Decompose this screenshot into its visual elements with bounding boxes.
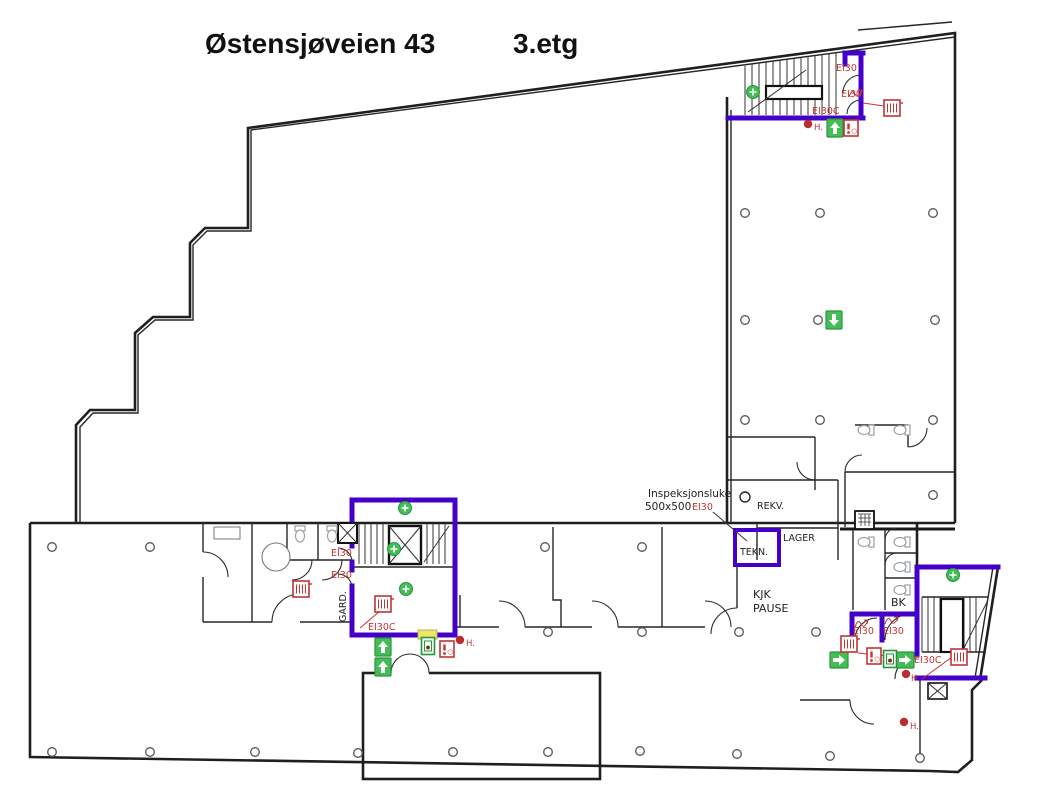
x-crossed-shaft — [927, 682, 948, 700]
manual-call-point-icon — [865, 646, 883, 666]
fire-hose-reel-icon — [840, 635, 861, 653]
room-label-rekv: REKV. — [757, 501, 784, 512]
emergency-light-icon — [386, 541, 402, 557]
emergency-light-icon — [745, 84, 761, 100]
room-label-tekn: TEKN. — [739, 547, 768, 558]
wc-fixtures — [213, 424, 911, 596]
fire-rating-label: EI30C — [368, 622, 396, 633]
extinguisher-dot-icon — [803, 119, 813, 129]
fire-hose-reel-icon — [292, 580, 313, 598]
fire-rated-walls — [349, 50, 1001, 681]
structural-column — [740, 415, 750, 425]
exit-sign-up-icon — [826, 118, 844, 138]
room-label-pause: PAUSE — [753, 602, 788, 615]
shafts — [337, 510, 948, 700]
room-label-lager: LAGER — [783, 533, 815, 544]
extinguisher-label: H. — [911, 674, 920, 684]
structural-column — [47, 747, 57, 757]
tekn-room-outline — [733, 528, 781, 567]
stair-mid — [354, 524, 453, 568]
structural-column — [637, 542, 647, 552]
fire-hose-reel-icon — [950, 648, 971, 666]
fire-rating-label: EI30C — [914, 655, 942, 666]
outer-walls — [28, 21, 1000, 774]
exit-sign-up-icon — [374, 637, 392, 657]
structural-column — [825, 751, 835, 761]
page-title-floor: 3.etg — [513, 28, 578, 59]
fire-rating-label: EI30 — [883, 626, 904, 637]
fire-hose-reel-icon — [374, 595, 395, 613]
structural-column — [250, 747, 260, 757]
extinguisher-label: H. — [466, 639, 475, 649]
equipment-box-icon — [882, 649, 898, 669]
emergency-light-icon — [397, 500, 413, 516]
manual-call-point-icon — [438, 639, 456, 659]
fire-rating-label: EI30 — [331, 548, 352, 559]
stair-southeast — [921, 596, 989, 654]
fire-safety-symbols — [292, 84, 971, 727]
manual-call-point-icon — [842, 118, 860, 138]
exit-sign-right-icon — [829, 651, 849, 669]
callout-rating: EI30 — [692, 502, 713, 513]
room-label-bk: BK — [891, 596, 907, 609]
stair-north — [744, 52, 837, 115]
structural-column — [928, 415, 938, 425]
structural-column — [732, 749, 742, 759]
structural-column — [815, 415, 825, 425]
page-title-building: Østensjøveien 43 — [205, 28, 435, 59]
structural-column — [813, 315, 823, 325]
exit-sign-up-icon — [374, 657, 392, 677]
exit-sign-right-icon — [895, 651, 915, 669]
structural-column — [740, 208, 750, 218]
extinguisher-label: H. — [814, 123, 823, 133]
structural-column — [543, 627, 553, 637]
room-label-kjk: KJK — [753, 588, 771, 601]
emergency-light-icon — [945, 567, 961, 583]
structural-column — [928, 490, 938, 500]
extinguisher-label: H. — [910, 722, 919, 732]
structural-column — [637, 627, 647, 637]
interior-walls — [202, 74, 955, 781]
fire-rating-label: EI30C — [812, 106, 840, 117]
fire-hose-reel-icon — [883, 99, 904, 117]
structural-column — [928, 208, 938, 218]
fire-rating-label: EI30 — [841, 89, 862, 100]
callout-size: 500x500 — [645, 501, 691, 513]
fire-rating-label: EI30 — [836, 63, 857, 74]
structural-column — [47, 542, 57, 552]
hatch-cabinet — [854, 510, 875, 530]
emergency-light-icon — [398, 581, 414, 597]
extinguisher-dot-icon — [455, 635, 465, 645]
structural-column — [740, 315, 750, 325]
structural-column — [915, 753, 925, 763]
structural-column — [353, 748, 363, 758]
equipment-box-icon — [420, 636, 436, 656]
structural-column — [811, 627, 821, 637]
structural-column — [145, 747, 155, 757]
structural-column — [815, 208, 825, 218]
fire-rating-label: EI30 — [331, 570, 352, 581]
column-grid — [47, 208, 940, 763]
structural-column — [543, 747, 553, 757]
exit-sign-down-icon — [825, 310, 843, 330]
callout-inspeksjonsluke: Inspeksjonsluke — [648, 488, 731, 500]
structural-column — [145, 542, 155, 552]
structural-column — [448, 747, 458, 757]
structural-column — [540, 542, 550, 552]
extinguisher-dot-icon — [901, 669, 911, 679]
x-crossed-shaft — [337, 522, 358, 544]
structural-column — [734, 627, 744, 637]
room-label-gard: GARD. — [338, 591, 349, 622]
labels: Østensjøveien 43 3.etg GARD. BK KJK PAUS… — [205, 28, 942, 732]
extinguisher-dot-icon — [899, 717, 909, 727]
fire-rating-label: EI30 — [853, 626, 874, 637]
structural-column — [930, 315, 940, 325]
structural-column — [635, 746, 645, 756]
